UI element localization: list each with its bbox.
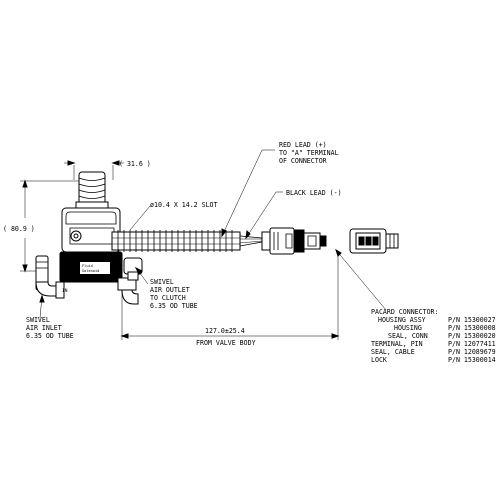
inlet-line-1: SWIVEL xyxy=(26,316,50,324)
part-number: P/N 15300008 xyxy=(448,324,496,332)
connector-title: PACARD CONNECTOR: xyxy=(371,308,439,316)
part-number: P/N 15300014 xyxy=(448,356,496,364)
corrugated-conduit xyxy=(111,230,241,252)
part-number: P/N 12077411 xyxy=(448,340,496,348)
lead-wires xyxy=(239,235,263,247)
length-caption: FROM VALVE BODY xyxy=(196,339,256,347)
pacard-connector-callout: PACARD CONNECTOR: xyxy=(335,248,439,316)
outlet-callout: SWIVEL AIR OUTLET TO CLUTCH 6.35 OD TUBE xyxy=(134,266,198,310)
slot-callout: ø10.4 X 14.2 SLOT xyxy=(129,201,218,231)
part-name: TERMINAL, PIN xyxy=(371,340,423,348)
out-tag: OUT xyxy=(98,274,110,282)
part-number: P/N 15300027 xyxy=(448,316,496,324)
width-dimension-label: ( 31.6 ) xyxy=(119,160,151,168)
part-name: LOCK xyxy=(371,356,387,364)
red-lead-line-2: TO "A" TERMINAL xyxy=(279,149,339,157)
inlet-line-2: AIR INLET xyxy=(26,324,62,332)
red-lead-callout: RED LEAD (+) TO "A" TERMINAL OF CONNECTO… xyxy=(221,141,339,238)
slot-label: ø10.4 X 14.2 SLOT xyxy=(150,201,218,209)
wire-plug-connector xyxy=(261,227,327,255)
part-number: P/N 15300020 xyxy=(448,332,496,340)
svg-text:Fluid: Fluid xyxy=(82,264,93,268)
inlet-line-3: 6.35 OD TUBE xyxy=(26,332,74,340)
length-dimension: 127.0±25.4 FROM VALVE BODY xyxy=(120,252,340,347)
in-tag: IN xyxy=(62,288,68,294)
outlet-line-1: SWIVEL xyxy=(150,278,174,286)
connector-parts-list: HOUSING ASSY P/N 15300027 HOUSING P/N 15… xyxy=(371,316,496,364)
red-lead-line-3: OF CONNECTOR xyxy=(279,157,327,165)
outlet-line-4: 6.35 OD TUBE xyxy=(150,302,198,310)
part-name: SEAL, CONN xyxy=(388,332,428,340)
black-lead-callout: BLACK LEAD (-) xyxy=(245,189,342,240)
connector-end-view xyxy=(349,228,399,254)
part-name: HOUSING xyxy=(394,324,422,332)
height-dimension-label: ( 80.9 ) xyxy=(3,225,35,233)
length-value: 127.0±25.4 xyxy=(205,327,245,335)
height-dimension: ( 80.9 ) xyxy=(3,179,80,273)
inlet-fitting: IN xyxy=(35,255,68,299)
part-name: HOUSING ASSY xyxy=(378,316,426,324)
inlet-callout: SWIVEL AIR INLET 6.35 OD TUBE xyxy=(26,294,74,340)
outlet-line-3: TO CLUTCH xyxy=(150,294,186,302)
valve-body: Fluid Solenoid OUT xyxy=(59,171,123,283)
svg-text:Solenoid: Solenoid xyxy=(82,269,99,273)
width-dimension: ( 31.6 ) xyxy=(64,160,151,180)
outlet-line-2: AIR OUTLET xyxy=(150,286,190,294)
outlet-fitting xyxy=(117,257,143,305)
black-lead-label: BLACK LEAD (-) xyxy=(286,189,342,197)
part-name: SEAL, CABLE xyxy=(371,348,415,356)
red-lead-line-1: RED LEAD (+) xyxy=(279,141,327,149)
part-number: P/N 12089679 xyxy=(448,348,496,356)
